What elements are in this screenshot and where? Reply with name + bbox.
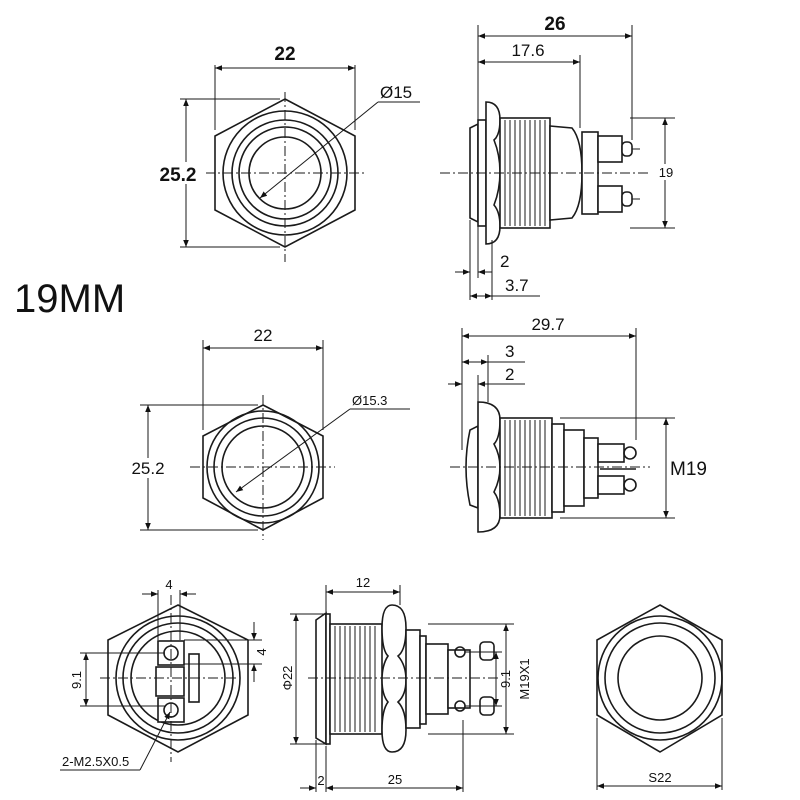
bottom-front-nut-label: S22	[648, 770, 671, 785]
middle-side-view: 29.7 3 2 M19	[448, 315, 722, 533]
bottom-side-thread-length-label: 12	[356, 575, 370, 590]
bottom-side-length-label: 25	[388, 772, 402, 787]
bottom-side-diameter-label: Φ22	[280, 666, 295, 691]
middle-side-head-label: 3	[505, 342, 514, 361]
bottom-rear-terminal-height-label: 4	[254, 648, 269, 655]
top-side-body-length-label: 17.6	[511, 41, 544, 60]
top-front-width-label: 22	[274, 44, 295, 65]
middle-front-height-label: 25.2	[131, 459, 164, 478]
top-side-length-label: 26	[544, 14, 565, 35]
top-side-flange-label: 2	[500, 252, 509, 271]
bottom-rear-spacing-label: 9.1	[69, 671, 84, 689]
bottom-rear-screw-label: 2-M2.5X0.5	[62, 754, 129, 769]
bottom-rear-terminal-width-label: 4	[165, 577, 172, 592]
top-side-terminal-span-label: 19	[659, 165, 673, 180]
middle-side-thread-label: M19	[670, 459, 707, 480]
bottom-side-view: 12 Φ22 9.1 M19X1 2 25	[280, 575, 532, 792]
bottom-side-flange-label: 2	[317, 773, 324, 788]
middle-side-length-label: 29.7	[531, 315, 564, 334]
top-front-diameter-label: Ø15	[380, 83, 412, 102]
middle-front-width-label: 22	[254, 326, 273, 345]
bottom-front-view: S22	[596, 604, 723, 790]
top-front-height-label: 25.2	[160, 165, 197, 186]
bottom-rear-view: 4 4 9.1 2-M2.5X0.5	[60, 577, 269, 771]
top-front-view: 22 25.2 Ø15	[150, 44, 420, 262]
top-side-view: 26 17.6 19 2 3.7	[440, 14, 675, 300]
middle-front-view: 22 25.2 Ø15.3	[130, 326, 410, 540]
bottom-side-thread-label: M19X1	[517, 658, 532, 699]
middle-side-flange-label: 2	[505, 365, 514, 384]
top-side-head-label: 3.7	[505, 276, 529, 295]
size-title: 19MM	[14, 277, 125, 321]
middle-front-diameter-label: Ø15.3	[352, 393, 387, 408]
